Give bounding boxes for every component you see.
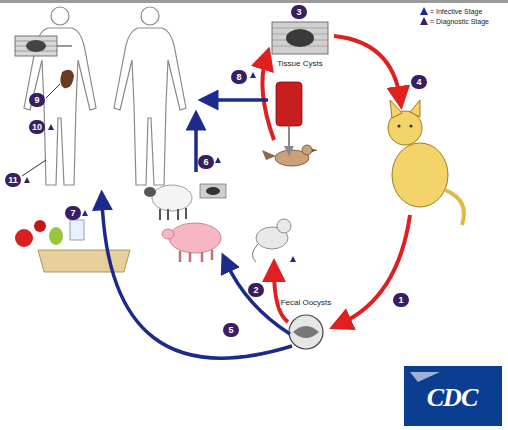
striations	[272, 28, 328, 46]
stage-label: Tissue Cysts	[276, 59, 324, 69]
leader-line	[46, 84, 60, 98]
top-bar	[0, 0, 508, 3]
triangle-swatch	[420, 7, 428, 15]
mouse-tail	[252, 244, 258, 262]
callout-number: 7	[65, 206, 81, 220]
blue-transmission-arrows	[102, 100, 292, 358]
infective-triangle	[290, 256, 296, 262]
cat-eye	[409, 124, 412, 127]
legend-text: = Infective Stage	[430, 7, 482, 16]
organ	[60, 70, 74, 89]
cdc-logo	[404, 366, 502, 426]
triangle	[420, 7, 428, 15]
arrow	[340, 215, 410, 324]
cat-ears	[390, 100, 420, 118]
sheep-body	[152, 185, 192, 211]
arrow	[194, 120, 198, 172]
pig-body	[169, 223, 221, 253]
infective-triangle	[215, 157, 221, 163]
head	[141, 7, 159, 25]
liver-organ	[46, 70, 74, 98]
bird-tail	[262, 150, 276, 160]
red-cycle-arrows	[262, 36, 410, 324]
arrow	[102, 200, 292, 358]
cat-tail	[445, 190, 464, 225]
cyst	[206, 187, 220, 195]
callout-number: 6	[198, 155, 214, 169]
cat-body	[392, 143, 448, 207]
logo-box	[404, 366, 502, 426]
callout-number: 3	[291, 5, 307, 19]
legend-row: = Diagnostic Stage	[420, 16, 489, 26]
cat	[388, 100, 464, 225]
bird	[262, 145, 318, 166]
sheep-head	[144, 187, 156, 197]
head	[51, 7, 69, 25]
callout-number: 11	[5, 173, 21, 187]
diagnostic-triangle	[48, 124, 54, 130]
sporocyst	[293, 326, 319, 338]
cyst	[26, 40, 46, 52]
stage-label: Fecal Oocysts	[280, 298, 333, 308]
water-glass	[70, 220, 84, 240]
legend-row: = Infective Stage	[420, 6, 489, 16]
leader-line	[22, 160, 46, 176]
food-and-litter	[15, 220, 130, 272]
stage-triangles	[24, 72, 296, 262]
arrow	[208, 98, 268, 102]
mouse	[252, 219, 291, 262]
bag	[276, 82, 302, 126]
tissue	[272, 22, 328, 54]
human-front	[24, 7, 96, 185]
cat-eye	[397, 124, 400, 127]
beak	[312, 149, 318, 152]
oocyst-wall	[289, 315, 323, 349]
pear	[49, 227, 63, 245]
triangle	[420, 17, 428, 25]
callout-number: 4	[411, 75, 427, 89]
strawberry	[34, 220, 46, 232]
apple	[15, 229, 33, 247]
mouse-head	[277, 219, 291, 233]
diagnostic-triangle	[24, 177, 30, 183]
triangle-swatch	[420, 17, 428, 25]
pig	[162, 223, 221, 262]
callout-number: 5	[223, 323, 239, 337]
callout-number: 10	[29, 120, 45, 134]
cyst	[286, 29, 314, 47]
tube	[288, 126, 290, 146]
callout-number: 9	[29, 93, 45, 107]
callout-number: 8	[231, 70, 247, 84]
infective-triangle	[250, 72, 256, 78]
logo-mark	[410, 372, 440, 382]
infective-triangle	[82, 210, 88, 216]
muscle	[15, 36, 57, 56]
sheep-legs	[160, 208, 186, 220]
callout-number: 2	[248, 283, 264, 297]
leader-line	[57, 46, 72, 47]
oocyst	[289, 315, 323, 349]
tissue-cyst	[272, 22, 328, 54]
bird-head	[302, 145, 312, 155]
litter-box	[38, 250, 130, 272]
legend: = Infective Stage= Diagnostic Stage	[420, 6, 489, 26]
tissue	[200, 184, 226, 198]
arrow	[274, 270, 288, 322]
pig-snout	[162, 229, 174, 239]
pig-legs	[180, 250, 212, 262]
tissue-cyst-small	[200, 184, 226, 198]
logo-text: CDC	[427, 384, 477, 412]
body	[24, 28, 96, 185]
blood-bag	[276, 82, 302, 156]
striations	[15, 41, 57, 51]
body	[114, 28, 186, 185]
human-back	[114, 7, 186, 185]
muscle-cyst	[15, 36, 72, 56]
needle	[284, 146, 294, 156]
legend-text: = Diagnostic Stage	[430, 17, 489, 26]
arrow	[334, 36, 400, 98]
callout-number: 1	[393, 293, 409, 307]
sheep	[144, 185, 192, 220]
